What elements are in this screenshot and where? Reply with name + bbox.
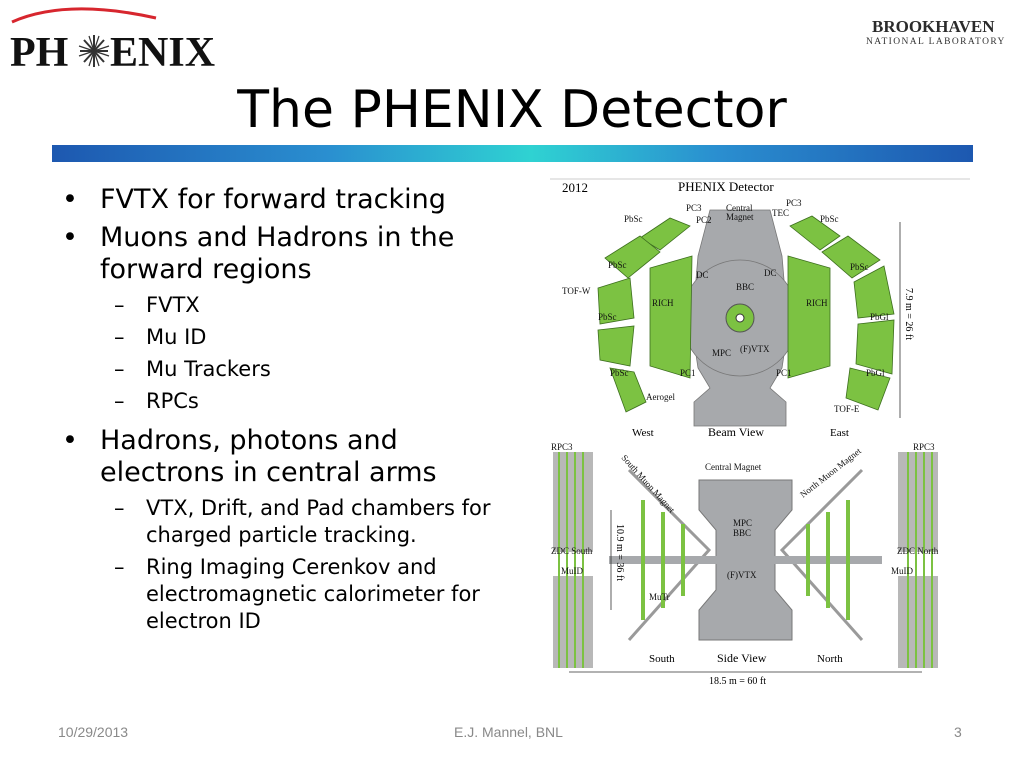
logo-star-icon <box>78 35 110 67</box>
label-pbsc-w1: PbSc <box>624 214 643 224</box>
label-muid-south: MuID <box>561 566 583 576</box>
label-west: West <box>632 427 654 439</box>
label-rpc3-south: RPC3 <box>551 442 573 452</box>
label-side-height: 10.9 m = 36 ft <box>614 524 625 581</box>
label-aerogel: Aerogel <box>646 392 675 402</box>
muon-magnets <box>627 468 864 641</box>
west-arm <box>597 217 693 413</box>
label-pbsc-w4: PbSc <box>610 368 629 378</box>
label-tof-e: TOF-E <box>834 404 860 414</box>
phenix-logo: PH ENIX <box>10 7 215 76</box>
label-pbsc-w2: PbSc <box>608 260 627 270</box>
beam-line <box>609 556 882 564</box>
label-pc1-west: PC1 <box>680 368 696 378</box>
logo-text-enix: ENIX <box>110 30 215 76</box>
sub-bullet-mu-trackers: Mu Trackers <box>110 356 498 383</box>
label-pc3-right: PC3 <box>786 198 802 208</box>
footer-page-number: 3 <box>954 724 962 740</box>
label-tof-w: TOF-W <box>562 286 591 296</box>
label-muid-north: MuID <box>891 566 913 576</box>
label-fvtx: (F)VTX <box>740 344 770 354</box>
label-side-fvtx: (F)VTX <box>727 570 757 580</box>
bullet-muons-hadrons: Muons and Hadrons in the forward regions <box>58 222 498 286</box>
label-side-mpc: MPC <box>733 518 752 528</box>
sub-bullet-rpcs: RPCs <box>110 388 498 415</box>
label-central-2: Magnet <box>726 212 754 222</box>
label-dc-east: DC <box>764 268 777 278</box>
beam-year: 2012 <box>562 180 588 195</box>
logo-text-ph: PH <box>10 30 68 76</box>
label-pc3-left: PC3 <box>686 203 702 213</box>
label-south: South <box>649 653 675 665</box>
label-rpc3-north: RPC3 <box>913 442 935 452</box>
slide-title: The PHENIX Detector <box>237 80 787 140</box>
label-pbgl-1: PbGl <box>870 312 889 322</box>
label-mutr: MuTr <box>649 592 670 602</box>
label-central-magnet: Central Magnet <box>705 462 762 472</box>
label-rich-west: RICH <box>652 298 674 308</box>
sub-bullet-tracking: VTX, Drift, and Pad chambers for charged… <box>110 495 498 549</box>
sub-bullet-electron-id: Ring Imaging Cerenkov and electromagneti… <box>110 554 498 635</box>
bullet-central-arms: Hadrons, photons and electrons in centra… <box>58 425 498 489</box>
label-pbsc-e2: PbSc <box>850 262 869 272</box>
brookhaven-text: BROOKHAVEN <box>872 17 995 36</box>
east-arm <box>787 215 895 411</box>
label-side-width: 18.5 m = 60 ft <box>709 676 766 687</box>
label-side-view: Side View <box>717 651 767 665</box>
sub-bullet-mu-id: Mu ID <box>110 324 498 351</box>
footer-date: 10/29/2013 <box>58 724 129 740</box>
bullet-list: FVTX for forward tracking Muons and Hadr… <box>58 180 498 640</box>
label-north: North <box>817 653 843 665</box>
label-zdc-north: ZDC North <box>897 546 939 556</box>
label-bbc: BBC <box>736 282 754 292</box>
footer-author: E.J. Mannel, BNL <box>454 724 563 740</box>
label-pbgl-2: PbGl <box>866 368 885 378</box>
label-rich-east: RICH <box>806 298 828 308</box>
label-tec: TEC <box>772 208 789 218</box>
brookhaven-logo: BROOKHAVEN NATIONAL LABORATORY <box>866 17 1006 47</box>
label-zdc-south: ZDC South <box>551 546 593 556</box>
label-east: East <box>830 427 849 439</box>
beam-title: PHENIX Detector <box>678 179 774 194</box>
title-underline-bar <box>52 145 973 162</box>
beam-pipe <box>735 313 745 323</box>
label-mpc: MPC <box>712 348 731 358</box>
national-laboratory-text: NATIONAL LABORATORY <box>866 37 1006 47</box>
label-pc1-east: PC1 <box>776 368 792 378</box>
label-height: 7.9 m = 26 ft <box>903 288 914 340</box>
label-central-1: Central <box>726 203 753 213</box>
label-dc-west: DC <box>696 270 709 280</box>
label-beam-view: Beam View <box>708 425 764 439</box>
label-pbsc-w3: PbSc <box>598 312 617 322</box>
label-side-bbc: BBC <box>733 528 751 538</box>
label-pbsc-e1: PbSc <box>820 214 839 224</box>
label-pc2: PC2 <box>696 215 712 225</box>
bullet-fvtx: FVTX for forward tracking <box>58 184 498 216</box>
muon-trackers <box>641 500 850 620</box>
sub-bullet-fvtx: FVTX <box>110 292 498 319</box>
side-view-diagram: RPC3 RPC3 South Muon Magnet Central Magn… <box>549 440 942 688</box>
beam-view-diagram: 2012 PHENIX Detector PC3 PC2 Central Mag… <box>550 178 970 440</box>
